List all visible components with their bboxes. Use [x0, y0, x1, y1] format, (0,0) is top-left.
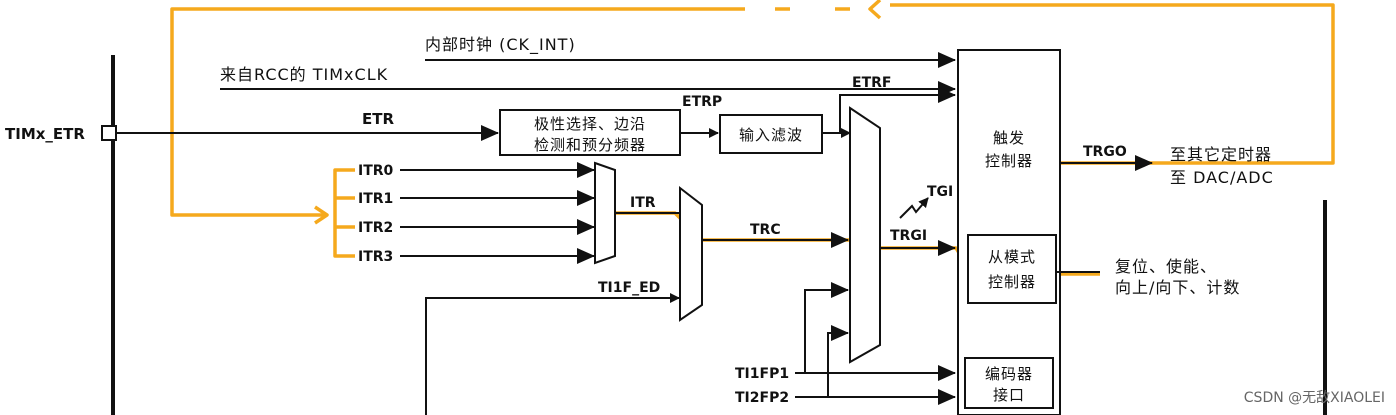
encoder-line2: 接口 [993, 386, 1025, 404]
itr3-label: ITR3 [358, 249, 393, 265]
tgi-arrow [899, 197, 929, 219]
input-filter-box [719, 114, 823, 154]
encoder-line1: 编码器 [985, 365, 1033, 383]
input-filter-label: 输入滤波 [739, 126, 803, 144]
timx-etr-label: TIMx_ETR [5, 125, 85, 143]
ti1fp1-mux-wire [804, 282, 849, 373]
watermark: CSDN @无敌XIAOLEI [1244, 390, 1385, 406]
itr0-label: ITR0 [358, 163, 394, 179]
ti1f-ed-label: TI1F_ED [598, 280, 660, 296]
trigger-line2: 控制器 [985, 152, 1033, 170]
slave-output-line2: 向上/向下、计数 [1115, 278, 1240, 297]
trigger-line1: 触发 [993, 129, 1025, 147]
etr-pin-square [101, 125, 117, 141]
encoder-box [964, 357, 1054, 409]
ti2fp2-mux-wire [827, 325, 849, 397]
ti1f-ed-feed-wire [425, 297, 600, 415]
itr-label: ITR [630, 195, 656, 211]
polarity-prescaler-box [499, 109, 681, 156]
to-timer-label: 至其它定时器 [1170, 145, 1272, 164]
to-dac-label: 至 DAC/ADC [1170, 168, 1274, 187]
itr1-label: ITR1 [358, 191, 393, 207]
ck-int-label: 内部时钟 (CK_INT) [425, 35, 576, 55]
polarity-line2: 检测和预分频器 [534, 136, 646, 154]
rcc-label: 来自RCC的 TIMxCLK [220, 65, 388, 84]
polarity-line1: 极性选择、边沿 [534, 115, 646, 133]
trc-label: TRC [750, 222, 781, 238]
slave-line2: 控制器 [988, 273, 1036, 291]
trgi-mux [849, 106, 881, 364]
ti1fp1-label: TI1FP1 [735, 366, 789, 382]
itr-mux [594, 161, 616, 265]
trgi-label: TRGI [890, 228, 927, 244]
itr-inputs: ITR0 ITR1 ITR2 ITR3 [358, 162, 595, 265]
slave-line1: 从模式 [988, 248, 1036, 266]
etr-label: ETR [362, 110, 394, 128]
etrp-label: ETRP [682, 94, 722, 110]
trc-mux [679, 185, 703, 322]
slave-output-line1: 复位、使能、 [1115, 257, 1217, 276]
etrf-label: ETRF [852, 75, 891, 91]
tgi-label: TGI [927, 184, 953, 200]
trigger-controller-box [957, 49, 1061, 415]
trgo-label: TRGO [1083, 144, 1127, 160]
itr2-label: ITR2 [358, 220, 393, 236]
ti2fp2-label: TI2FP2 [735, 390, 789, 406]
slave-mode-box [967, 234, 1057, 304]
etrf-wire [822, 87, 956, 134]
